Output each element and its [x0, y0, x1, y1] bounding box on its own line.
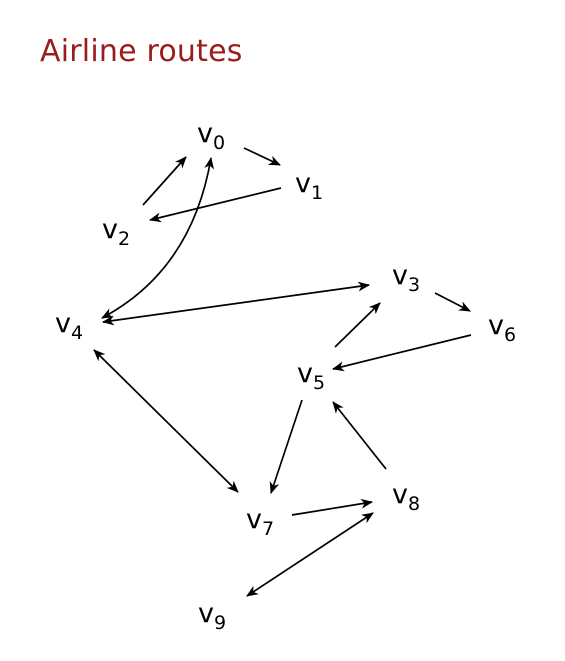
- edge-v5-v3: [334, 302, 381, 348]
- node-letter: v: [295, 168, 311, 199]
- node-subscript: 4: [71, 322, 83, 344]
- node-v8: v8: [392, 479, 420, 515]
- node-subscript: 3: [408, 274, 420, 296]
- edge-v4-v3: [102, 281, 370, 326]
- page-title: Airline routes: [40, 34, 243, 69]
- edge-v3-v6: [434, 292, 471, 312]
- node-v3: v3: [392, 260, 420, 296]
- edge-v0-v1: [243, 147, 281, 166]
- node-subscript: 8: [408, 493, 420, 515]
- node-letter: v: [392, 260, 408, 291]
- node-v9: v9: [198, 598, 226, 634]
- node-subscript: 5: [313, 372, 325, 394]
- edge-v8-v9: [246, 512, 374, 597]
- node-subscript: 7: [262, 518, 274, 540]
- edge-v6-v5: [332, 334, 472, 372]
- edges-layer: [93, 147, 472, 597]
- edge-v4-v7: [93, 349, 239, 493]
- edge-v7-v8: [291, 498, 373, 516]
- node-letter: v: [297, 358, 313, 389]
- edge-v2-v0: [142, 156, 187, 206]
- node-v0: v0: [197, 118, 225, 154]
- node-letter: v: [197, 118, 213, 149]
- node-subscript: 6: [504, 324, 516, 346]
- node-v7: v7: [246, 504, 274, 540]
- node-subscript: 0: [213, 132, 225, 154]
- node-subscript: 2: [118, 228, 130, 250]
- node-letter: v: [246, 504, 262, 535]
- node-letter: v: [392, 479, 408, 510]
- node-v6: v6: [488, 310, 516, 346]
- node-letter: v: [55, 308, 71, 339]
- node-v5: v5: [297, 358, 325, 394]
- node-subscript: 9: [214, 612, 226, 634]
- node-v2: v2: [102, 214, 130, 250]
- node-subscript: 1: [311, 182, 323, 204]
- edge-v5-v7: [269, 399, 303, 494]
- node-v1: v1: [295, 168, 323, 204]
- node-letter: v: [488, 310, 504, 341]
- node-v4: v4: [55, 308, 83, 344]
- node-letter: v: [198, 598, 214, 629]
- edge-v8-v5: [332, 401, 387, 470]
- edge-v1-v2: [149, 187, 282, 223]
- node-letter: v: [102, 214, 118, 245]
